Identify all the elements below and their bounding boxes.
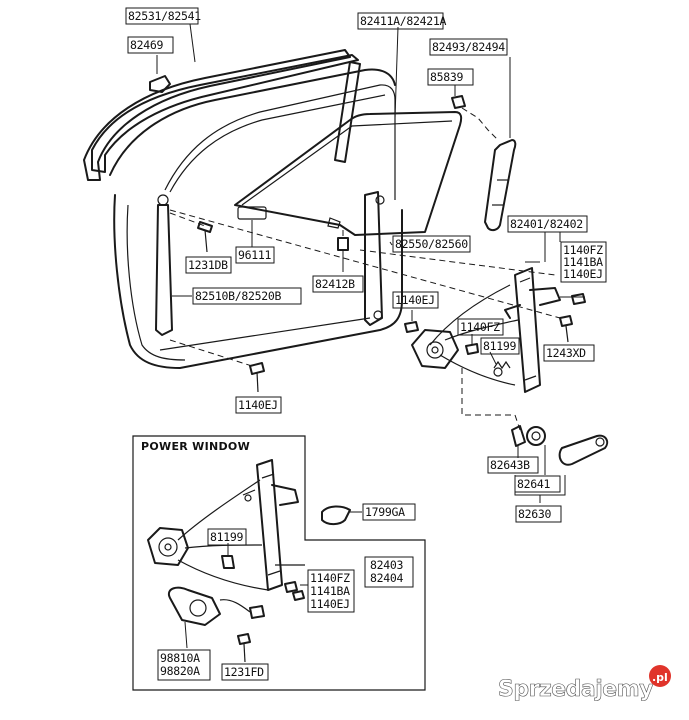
bolt-1140ej-mid <box>404 310 419 333</box>
label-82630: 82630 <box>518 507 551 521</box>
door-moulding-82531 <box>83 49 351 181</box>
power-window-title: POWER WINDOW <box>141 440 250 453</box>
grommet-1799ga <box>321 505 362 526</box>
label-82403: 82403 <box>370 558 403 572</box>
label-1141ba-right: 1141BA <box>563 255 603 269</box>
spring-81199-inset <box>221 543 235 569</box>
label-82401: 82401/82402 <box>510 217 583 231</box>
label-82469: 82469 <box>130 38 163 52</box>
label-82411a: 82411A/82421A <box>360 14 446 28</box>
label-98810a: 98810A <box>160 651 200 665</box>
label-1231db: 1231DB <box>188 258 228 272</box>
label-82643b: 82643B <box>490 458 530 472</box>
label-81199-inset: 81199 <box>210 530 243 544</box>
label-82412b: 82412B <box>315 277 355 291</box>
door-frame <box>91 54 403 369</box>
label-81199: 81199 <box>483 339 516 353</box>
label-96111: 96111 <box>238 248 271 262</box>
screw-1140fz-inset <box>284 581 308 601</box>
label-82404: 82404 <box>370 571 403 585</box>
window-regulator-82401 <box>411 261 561 393</box>
label-1141ba-inset: 1141BA <box>310 584 350 598</box>
clip-82469 <box>149 55 171 93</box>
label-1140fz-mid: 1140FZ <box>460 320 500 334</box>
label-1799ga: 1799GA <box>365 505 405 519</box>
label-82550: 82550/82560 <box>395 237 468 251</box>
label-1140ej-mid: 1140EJ <box>395 293 435 307</box>
power-regulator-82403 <box>147 459 305 591</box>
label-1140ej-lower: 1140EJ <box>238 398 278 412</box>
label-1140fz-inset: 1140FZ <box>310 571 350 585</box>
screw-1243xd <box>559 315 573 343</box>
front-channel <box>334 26 399 163</box>
label-1231fd: 1231FD <box>224 665 264 679</box>
bolt-1231fd <box>237 633 251 663</box>
part-labels: 82531/82541 82469 82411A/82421A 82493/82… <box>125 7 607 681</box>
front-run-channel-82510b <box>155 194 192 336</box>
label-1243xd: 1243XD <box>546 346 586 360</box>
screw-1140fz-right <box>560 293 586 305</box>
handle-assembly <box>461 368 609 503</box>
door-glass-82411a <box>234 111 463 236</box>
watermark-text: Sprzedajemy <box>498 677 653 702</box>
rear-run-channel <box>364 191 385 326</box>
clip-85839 <box>451 85 499 141</box>
bolt-1140ej-lower <box>169 339 265 393</box>
label-85839: 85839 <box>430 70 463 84</box>
label-82493: 82493/82494 <box>432 40 505 54</box>
label-1140ej-right: 1140EJ <box>563 267 603 281</box>
rear-channel-82493 <box>484 57 517 232</box>
label-98820a: 98820A <box>160 664 200 678</box>
label-82531: 82531/82541 <box>128 9 201 23</box>
watermark-badge-icon <box>649 665 671 687</box>
label-82510b: 82510B/82520B <box>195 289 281 303</box>
label-1140fz-right: 1140FZ <box>563 243 603 257</box>
motor-98810a <box>167 586 265 649</box>
power-window-inset <box>132 435 426 691</box>
bolt-1231db <box>169 212 213 253</box>
watermark-suffix: .pl <box>652 671 668 684</box>
label-82641: 82641 <box>517 477 550 491</box>
clip-82412b <box>337 230 349 272</box>
label-1140ej-inset: 1140EJ <box>310 597 350 611</box>
screw-1140fz-mid <box>465 334 479 355</box>
watermark: Sprzedajemy .pl <box>498 665 671 702</box>
